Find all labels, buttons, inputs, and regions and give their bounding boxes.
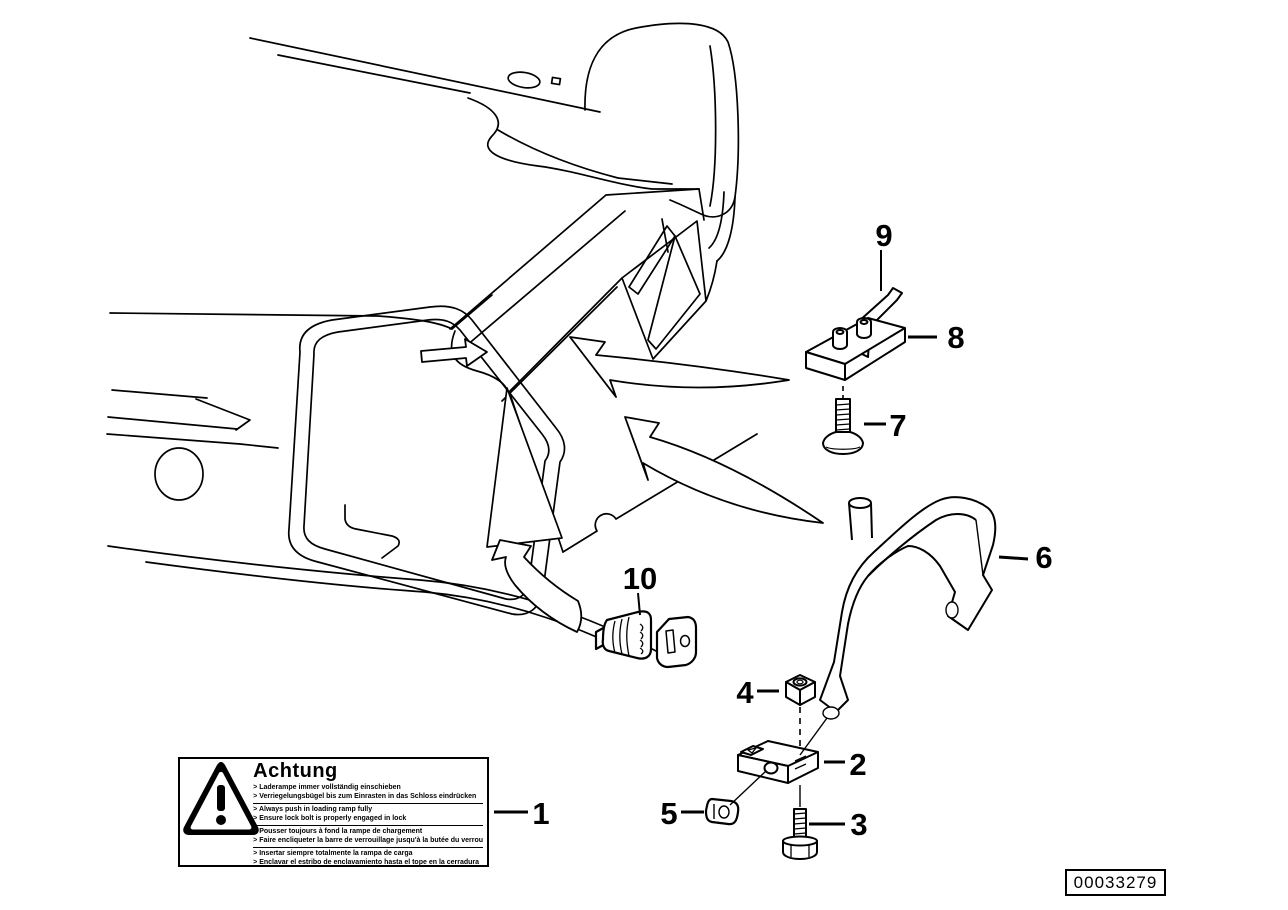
block-hole xyxy=(763,761,779,775)
shelf-notch xyxy=(550,76,562,86)
beam-right-lower xyxy=(705,260,718,302)
ski-opening-outer-ring xyxy=(287,305,566,616)
callout-5[interactable]: 5 xyxy=(660,796,677,831)
key-slot xyxy=(665,629,676,654)
beam-right-end xyxy=(698,188,705,221)
callout-9[interactable]: 9 xyxy=(875,218,892,253)
callout-2[interactable]: 2 xyxy=(849,747,866,782)
warning-line: > Always push in loading ramp fully xyxy=(253,806,373,813)
headrest-outline xyxy=(584,22,740,218)
bracket-pin xyxy=(822,706,840,720)
warning-line: > Laderampe immer vollständig einschiebe… xyxy=(253,784,401,791)
beam-top-face-line xyxy=(465,210,626,347)
warning-group-es: > Insertar siempre totalmente la rampa d… xyxy=(253,848,483,869)
shelf-edge-line xyxy=(249,37,601,113)
rear-contour xyxy=(467,97,700,190)
diagram-code-box: 00033279 xyxy=(1065,869,1166,896)
warning-group-de: > Laderampe immer vollständig einschiebe… xyxy=(253,782,483,804)
left-wedge xyxy=(195,398,251,431)
warning-line: > Faire encliqueter la barre de verrouil… xyxy=(253,837,483,844)
body-hole xyxy=(154,447,204,501)
screw-threads xyxy=(793,812,807,835)
panel-right-edge xyxy=(562,433,758,553)
warning-group-fr: > Pousser toujours à fond la rampe de ch… xyxy=(253,826,483,848)
left-line-2 xyxy=(107,416,238,430)
screw-threads xyxy=(835,403,851,431)
warning-label: Achtung > Laderampe immer vollständig ei… xyxy=(178,757,489,867)
beam-top-edge xyxy=(449,188,700,330)
warning-line: > Ensure lock bolt is properly engaged i… xyxy=(253,815,407,822)
callout-3[interactable]: 3 xyxy=(850,807,867,842)
fold-dip-line xyxy=(450,330,508,391)
opening-brace-2 xyxy=(647,235,701,350)
warning-triangle-icon xyxy=(180,759,259,865)
leader-lines xyxy=(494,250,1029,826)
shelf-hole xyxy=(507,71,541,89)
warning-title: Achtung xyxy=(253,760,338,782)
callout-4[interactable]: 4 xyxy=(736,675,754,710)
lower-curve-arrow-icon xyxy=(491,539,583,633)
part-2-latch-block xyxy=(737,740,819,784)
lower-edge-2 xyxy=(145,561,643,659)
callout-8[interactable]: 8 xyxy=(947,320,964,355)
middle-sweep-arrow-icon xyxy=(624,416,824,524)
callout-6[interactable]: 6 xyxy=(1035,540,1052,575)
callout-1[interactable]: 1 xyxy=(532,796,549,831)
part-10-lock-cylinder-key xyxy=(594,610,698,669)
part-6-locking-bracket xyxy=(819,496,997,720)
shelf-edge-line-2 xyxy=(277,54,471,94)
rear-contour-echo xyxy=(497,129,673,185)
left-line-1 xyxy=(111,389,208,399)
callout-10[interactable]: 10 xyxy=(623,561,657,596)
warning-line: > Pousser toujours à fond la rampe de ch… xyxy=(253,828,423,835)
direction-arrows xyxy=(420,336,824,633)
shelf-front-edge xyxy=(109,312,453,330)
warning-line: > Verriegelungsbügel bis zum Einrasten i… xyxy=(253,793,477,800)
opening-divider xyxy=(661,218,669,253)
upper-sweep-arrow-icon xyxy=(569,336,790,398)
part-8-9-lock-plate-assembly xyxy=(805,287,906,381)
diagram-code: 00033279 xyxy=(1073,872,1158,892)
ski-opening-inner-ring xyxy=(303,318,550,601)
callout-numbers: 1 2 3 4 5 6 7 8 9 10 xyxy=(532,218,1052,842)
small-right-arrow-icon xyxy=(420,338,488,367)
panel-triangle xyxy=(486,387,563,548)
headrest-inner-line xyxy=(709,45,717,207)
fold-up-line xyxy=(451,294,493,330)
lower-edge-1 xyxy=(107,545,659,653)
part-3-hex-screw xyxy=(782,808,818,860)
left-line-3 xyxy=(106,433,279,449)
headrest-lower-echo xyxy=(708,191,725,249)
warning-text-column: Achtung > Laderampe immer vollständig ei… xyxy=(253,759,487,866)
beam-bottom-edge xyxy=(507,277,623,394)
car-body-drawing xyxy=(106,22,758,659)
part-4-square-nut xyxy=(785,674,816,706)
lock-spring xyxy=(639,623,644,655)
part-7-countersunk-screw xyxy=(822,398,864,455)
key-bow xyxy=(655,615,698,669)
callout-7[interactable]: 7 xyxy=(889,408,906,443)
part-5-clip-nut xyxy=(704,797,740,826)
warning-line: > Insertar siempre totalmente la rampa d… xyxy=(253,850,413,857)
warning-line: > Enclavar el estribo de enclavamiento h… xyxy=(253,859,480,866)
ring-inner-notch xyxy=(344,504,400,559)
headrest-lower-edge xyxy=(716,196,736,262)
warning-group-en: > Always push in loading ramp fully > En… xyxy=(253,804,483,826)
